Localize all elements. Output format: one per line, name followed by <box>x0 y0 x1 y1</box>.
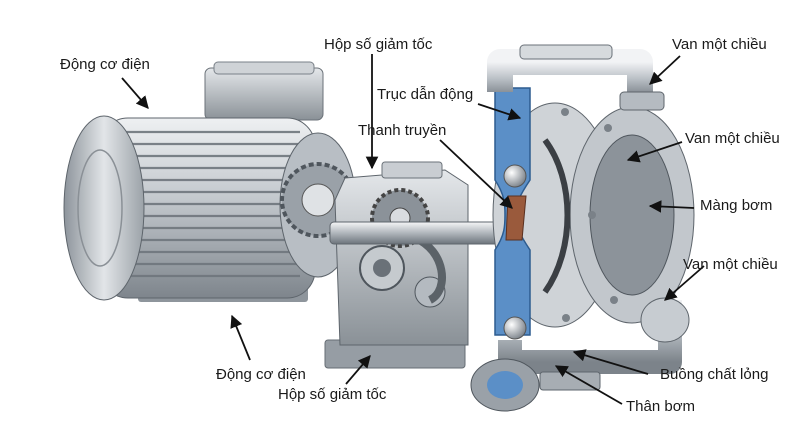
diaphragm-pump <box>470 44 695 412</box>
arrow-pump-body <box>554 365 623 405</box>
arrow-connecting-rod <box>439 139 513 209</box>
arrow-gearbox-bottom <box>345 355 371 385</box>
label-pump-body: Thân bơm <box>626 398 696 415</box>
upper-check-valve-flange <box>619 91 665 111</box>
label-liquid-chamber: Buồng chất lỏng <box>660 366 769 383</box>
arrow-check-valve-mid <box>626 141 683 163</box>
label-diaphragm: Màng bơm <box>700 197 773 214</box>
arrow-liquid-chamber <box>572 349 649 375</box>
label-check-valve-bottom: Van một chiều <box>683 256 778 273</box>
label-gearbox-top: Hộp số giảm tốc <box>324 36 433 53</box>
leader-arrows <box>121 54 705 405</box>
connecting-rod <box>505 195 527 241</box>
upper-manifold-pipe <box>487 49 653 96</box>
electric-motor <box>63 61 357 302</box>
gearbox <box>324 161 469 369</box>
label-gearbox-bottom: Hộp số giảm tốc <box>278 386 387 403</box>
arrow-drive-shaft <box>477 103 522 121</box>
arrow-motor-top <box>121 77 149 109</box>
arrow-diaphragm <box>648 200 695 213</box>
label-check-valve-top: Van một chiều <box>672 36 767 53</box>
label-motor-top: Động cơ điện <box>60 56 150 73</box>
lower-check-valve <box>640 297 690 343</box>
label-drive-shaft: Trục dẫn động <box>377 86 474 103</box>
arrow-check-valve-top <box>649 55 681 85</box>
label-check-valve-mid: Van một chiều <box>685 130 780 147</box>
motor-end-cap <box>63 115 145 301</box>
diaphragm-membrane <box>542 138 571 294</box>
check-valve-ball-lower <box>503 316 527 340</box>
check-valve-ball-upper <box>503 164 527 188</box>
arrow-check-valve-bottom <box>664 265 705 301</box>
motor-terminal-box <box>204 67 324 121</box>
label-connecting-rod: Thanh truyền <box>358 122 447 139</box>
arrow-motor-bottom <box>230 314 251 361</box>
label-motor-bottom: Động cơ điện <box>216 366 306 383</box>
